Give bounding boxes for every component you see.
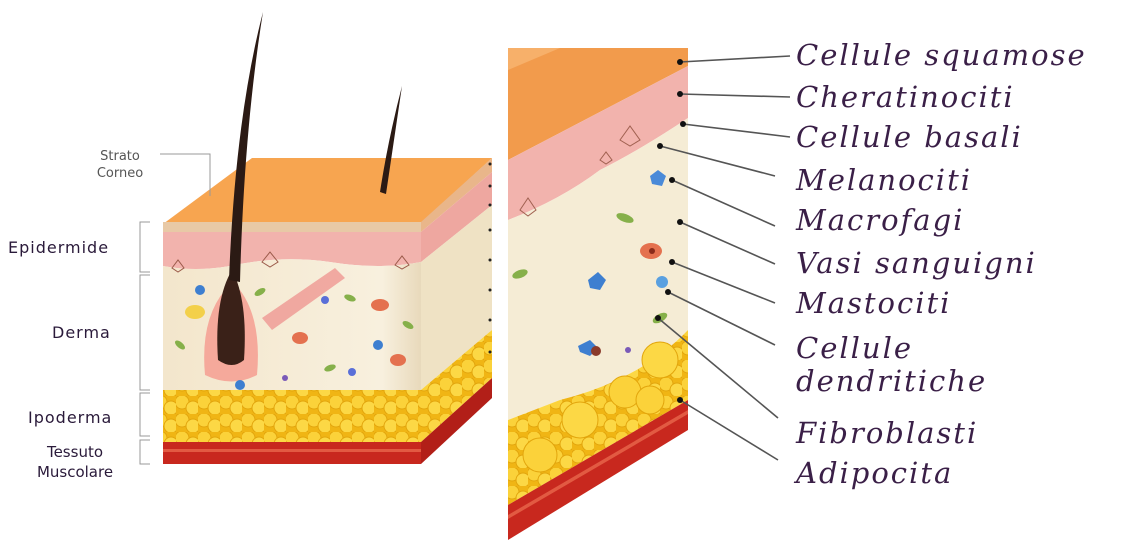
label-epidermide: Epidermide (8, 238, 109, 257)
label-tessuto-line2: Muscolare (20, 462, 130, 482)
label-cellule-squamose: Cellule squamose (796, 40, 1087, 70)
sebaceous-gland (185, 305, 205, 319)
label-fibroblasti: Fibroblasti (796, 418, 978, 448)
left-hypodermis (163, 390, 421, 442)
label-macrofagi: Macrofagi (796, 205, 964, 235)
label-cellule-dendritiche-line2: dendritiche (796, 366, 987, 396)
label-strato-line1: Strato (80, 148, 160, 165)
label-mastociti: Mastociti (796, 288, 951, 318)
label-cellule-dendritiche-line1: Cellule (796, 333, 913, 363)
left-skin-block (140, 12, 492, 464)
label-strato-corneo: Strato Corneo (80, 148, 160, 182)
label-tessuto-muscolare: Tessuto Muscolare (20, 442, 130, 482)
right-zoom-block (508, 48, 688, 540)
label-adipocita: Adipocita (796, 458, 953, 488)
label-melanociti: Melanociti (796, 165, 972, 195)
label-tessuto-line1: Tessuto (20, 442, 130, 462)
left-stratum-corneum (163, 222, 421, 232)
label-cellule-basali: Cellule basali (796, 122, 1023, 152)
label-strato-line2: Corneo (80, 165, 160, 182)
label-cheratinociti: Cheratinociti (796, 82, 1015, 112)
label-vasi-sanguigni: Vasi sanguigni (796, 248, 1037, 278)
left-muscle (163, 442, 421, 464)
label-ipoderma: Ipoderma (28, 408, 112, 427)
label-derma: Derma (52, 323, 111, 342)
left-dermis (163, 259, 421, 394)
